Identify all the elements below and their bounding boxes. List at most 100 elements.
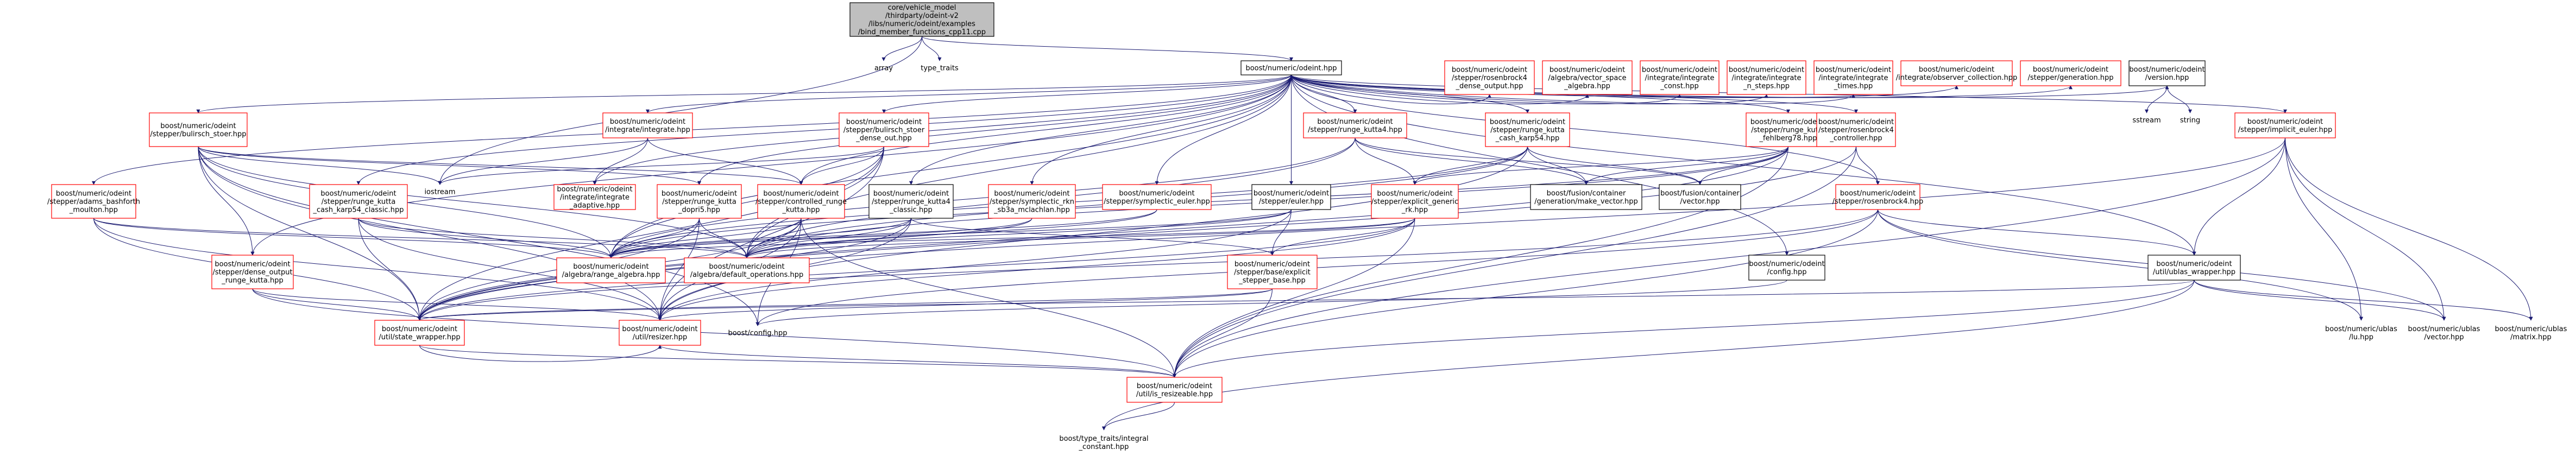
node-box xyxy=(211,255,294,289)
node-label-line: boost/numeric/odeint xyxy=(573,263,648,271)
node-label-line: boost/numeric/odeint xyxy=(1254,189,1329,198)
node-bsdo[interactable]: boost/numeric/odeint/stepper/bulirsch_st… xyxy=(839,112,929,147)
node-ros-ctrl[interactable]: boost/numeric/odeint/stepper/rosenbrock4… xyxy=(1816,112,1896,147)
node-integ-adapt[interactable]: boost/numeric/odeint/integrate/integrate… xyxy=(553,184,636,210)
node-rk4c[interactable]: boost/numeric/odeint/stepper/runge_kutta… xyxy=(868,184,954,219)
node-box xyxy=(868,184,954,219)
include-edge xyxy=(418,146,1788,321)
include-edge xyxy=(609,218,1415,258)
node-in[interactable]: boost/numeric/odeint/integrate/integrate… xyxy=(1727,60,1806,95)
node-rkck54[interactable]: boost/numeric/odeint/stepper/runge_kutta… xyxy=(1485,112,1570,147)
node-box xyxy=(1640,60,1720,95)
node-label-line: boost/numeric/odeint xyxy=(610,118,685,126)
include-edge xyxy=(658,218,700,321)
node-box xyxy=(1900,60,2013,86)
include-edge xyxy=(1291,74,1958,98)
node-ebs[interactable]: boost/numeric/odeint/stepper/base/explic… xyxy=(1227,255,1318,289)
node-label-line: /stepper/runge_kutta xyxy=(662,198,736,206)
node-label-line: /integrate/integrate xyxy=(1732,74,1802,83)
node-label-line: /stepper/adams_bashforth xyxy=(47,198,140,206)
node-rak[interactable]: boost/numeric/odeint/algebra/range_algeb… xyxy=(556,257,666,283)
node-sw[interactable]: boost/numeric/odeint/util/state_wrapper.… xyxy=(374,320,465,346)
include-edge xyxy=(2285,137,2446,321)
node-odeint[interactable]: boost/numeric/odeint.hpp xyxy=(1240,60,1342,75)
node-label-line: boost/numeric/odeint xyxy=(994,190,1069,198)
node-box xyxy=(556,257,666,283)
include-edge xyxy=(1155,74,1292,185)
node-crk[interactable]: boost/numeric/odeint/stepper/controlled_… xyxy=(755,184,847,219)
include-edge xyxy=(922,36,1293,61)
include-edge xyxy=(882,74,1292,113)
include-edge xyxy=(1030,74,1292,185)
node-resizeable[interactable]: boost/numeric/odeint/util/is_resizeable.… xyxy=(1126,377,1223,403)
include-edge xyxy=(609,209,1292,258)
node-bs[interactable]: boost/numeric/odeint/stepper/bulirsch_st… xyxy=(149,112,248,147)
include-edge xyxy=(198,146,701,185)
include-edge xyxy=(609,218,1032,258)
node-label-line: /stepper/rosenbrock4 xyxy=(1452,74,1527,83)
include-edge xyxy=(697,74,1292,185)
node-label-line: boost/numeric/odeint xyxy=(2129,66,2205,74)
include-edge xyxy=(1102,402,1175,430)
node-it[interactable]: boost/numeric/odeint/integrate/integrate… xyxy=(1813,60,1893,95)
node-fusion-vec[interactable]: boost/fusion/container/vector.hpp xyxy=(1659,184,1741,210)
node-symeuler[interactable]: boost/numeric/odeint/stepper/symplectic_… xyxy=(1102,184,1212,210)
node-label-line: /algebra/vector_space xyxy=(1548,74,1626,83)
include-edge xyxy=(911,218,1274,256)
include-edge xyxy=(2285,137,2533,321)
node-impeuler[interactable]: boost/numeric/odeint/stepper/implicit_eu… xyxy=(2234,112,2336,138)
node-root[interactable]: core/vehicle_model/thirdparty/odeint-v2/… xyxy=(849,2,994,37)
node-abm[interactable]: boost/numeric/odeint/stepper/adams_bashf… xyxy=(47,184,140,219)
node-label-line: _constant.hpp xyxy=(1079,443,1129,451)
node-euler[interactable]: boost/numeric/odeint/stepper/euler.hpp xyxy=(1251,184,1331,210)
node-bconfig: boost/config.hpp xyxy=(728,330,787,338)
node-sstream: sstream xyxy=(2132,117,2161,125)
node-label-line: /stepper/symplectic_euler.hpp xyxy=(1104,198,1210,206)
node-odeint-config[interactable]: boost/numeric/odeint/config.hpp xyxy=(1748,255,1825,281)
node-label-line: /stepper/controlled_runge xyxy=(755,198,847,206)
node-label-line: _moulton.hpp xyxy=(69,206,118,214)
node-label-line: _kutta.hpp xyxy=(782,206,820,214)
node-integrate[interactable]: boost/numeric/odeint/integrate/integrate… xyxy=(602,112,693,138)
node-box xyxy=(2147,255,2241,281)
node-box xyxy=(602,112,693,138)
include-edge xyxy=(252,288,1176,378)
node-ic[interactable]: boost/numeric/odeint/integrate/integrate… xyxy=(1640,60,1720,95)
node-label-line: _cash_karp54.hpp xyxy=(1495,135,1559,143)
node-ros4[interactable]: boost/numeric/odeint/stepper/rosenbrock4… xyxy=(1832,184,1924,210)
node-expgen[interactable]: boost/numeric/odeint/stepper/explicit_ge… xyxy=(1371,184,1459,219)
node-gen[interactable]: boost/numeric/odeint/stepper/generation.… xyxy=(2020,60,2121,86)
node-ublas-wrap[interactable]: boost/numeric/odeint/util/ublas_wrapper.… xyxy=(2147,255,2241,281)
node-rkck[interactable]: boost/numeric/odeint/stepper/runge_kutta… xyxy=(309,184,408,219)
node-label-line: boost/numeric/odeint xyxy=(215,261,290,269)
node-label-line: _runge_kutta.hpp xyxy=(221,277,283,285)
node-rkdopri[interactable]: boost/numeric/odeint/stepper/runge_kutta… xyxy=(657,184,742,219)
include-edge xyxy=(1413,146,1528,185)
node-symp[interactable]: boost/numeric/odeint/stepper/symplectic_… xyxy=(988,184,1076,219)
include-edge xyxy=(250,74,1292,256)
include-edge xyxy=(1584,146,1788,185)
node-dorkd[interactable]: boost/numeric/odeint/stepper/dense_outpu… xyxy=(211,255,294,289)
node-label-line: /stepper/euler.hpp xyxy=(1259,198,1324,206)
node-fusion-make[interactable]: boost/fusion/container/generation/make_v… xyxy=(1530,184,1642,210)
include-edge xyxy=(922,36,942,61)
include-edge xyxy=(1173,218,1415,378)
node-dop[interactable]: boost/numeric/odeint/algebra/default_ope… xyxy=(684,257,810,283)
include-edge xyxy=(909,74,1292,185)
node-rkf78[interactable]: boost/numeric/odeint/stepper/runge_kutta… xyxy=(1746,112,1831,147)
node-label-line: boost/numeric/ublas xyxy=(2325,325,2397,333)
node-layer: core/vehicle_model/thirdparty/odeint-v2/… xyxy=(47,2,2567,451)
node-label-line: _dopri5.hpp xyxy=(678,206,720,214)
include-edge xyxy=(609,209,1157,258)
node-resizer[interactable]: boost/numeric/odeint/util/resizer.hpp xyxy=(619,320,701,346)
node-ros-dense[interactable]: boost/numeric/odeint/stepper/rosenbrock4… xyxy=(1444,60,1535,95)
node-oc[interactable]: boost/numeric/odeint/integrate/observer_… xyxy=(1896,60,2017,86)
include-edge xyxy=(1527,146,1588,185)
include-edge xyxy=(418,280,2195,321)
include-edge xyxy=(609,218,700,258)
node-rk4[interactable]: boost/numeric/odeint/stepper/runge_kutta… xyxy=(1303,112,1407,138)
node-version[interactable]: boost/numeric/odeint/version.hpp xyxy=(2128,60,2206,86)
include-edge xyxy=(658,288,1273,321)
node-label-line: string xyxy=(2180,117,2200,125)
node-vsa[interactable]: boost/numeric/odeint/algebra/vector_spac… xyxy=(1542,60,1633,95)
